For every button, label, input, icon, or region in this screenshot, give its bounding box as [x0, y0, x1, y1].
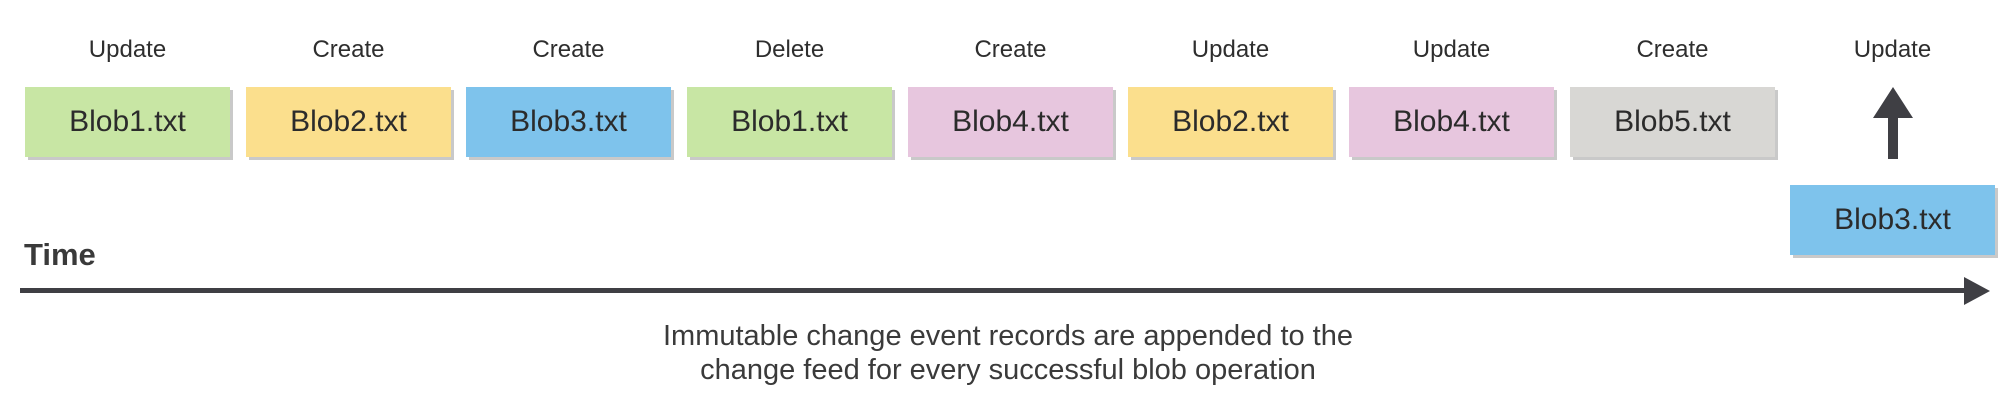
operation-label: Delete [754, 36, 825, 63]
operation-label: Create [532, 36, 605, 63]
blob-box: Blob2.txt [1128, 87, 1333, 157]
up-arrow-head [1872, 87, 1913, 118]
append-up-arrow-icon [1872, 87, 1913, 159]
event-column: Update Blob4.txt [1349, 0, 1554, 300]
timeline-axis [20, 288, 1966, 293]
blob-box: Blob1.txt [687, 87, 892, 157]
timeline-right-arrow-icon [1964, 277, 1990, 305]
operation-label: Create [312, 36, 385, 63]
time-axis-label: Time [24, 237, 96, 272]
event-column: Create Blob2.txt [246, 0, 451, 300]
event-column: Update Blob1.txt [25, 0, 230, 300]
event-column: Update Blob2.txt [1128, 0, 1333, 300]
up-arrow-shaft [1887, 116, 1898, 159]
blob-box: Blob4.txt [1349, 87, 1554, 157]
operation-label: Update [1191, 36, 1270, 63]
blob-box: Blob1.txt [25, 87, 230, 157]
caption-line-2: change feed for every successful blob op… [700, 354, 1316, 386]
event-column: Create Blob3.txt [466, 0, 671, 300]
caption-line-1: Immutable change event records are appen… [662, 320, 1353, 352]
event-column: Create Blob4.txt [908, 0, 1113, 300]
blob-box: Blob2.txt [246, 87, 451, 157]
operation-label: Update [88, 36, 167, 63]
operation-label: Create [1636, 36, 1709, 63]
blob-box-being-appended: Blob3.txt [1790, 185, 1995, 255]
blob-box: Blob4.txt [908, 87, 1113, 157]
caption: Immutable change event records are appen… [0, 319, 2016, 387]
blob-box: Blob5.txt [1570, 87, 1775, 157]
operation-label: Update [1412, 36, 1491, 63]
event-column: Update Blob3.txt [1790, 0, 1995, 300]
event-column: Delete Blob1.txt [687, 0, 892, 300]
blob-box: Blob3.txt [466, 87, 671, 157]
event-column: Create Blob5.txt [1570, 0, 1775, 300]
operation-label: Create [974, 36, 1047, 63]
operation-label: Update [1853, 36, 1932, 63]
